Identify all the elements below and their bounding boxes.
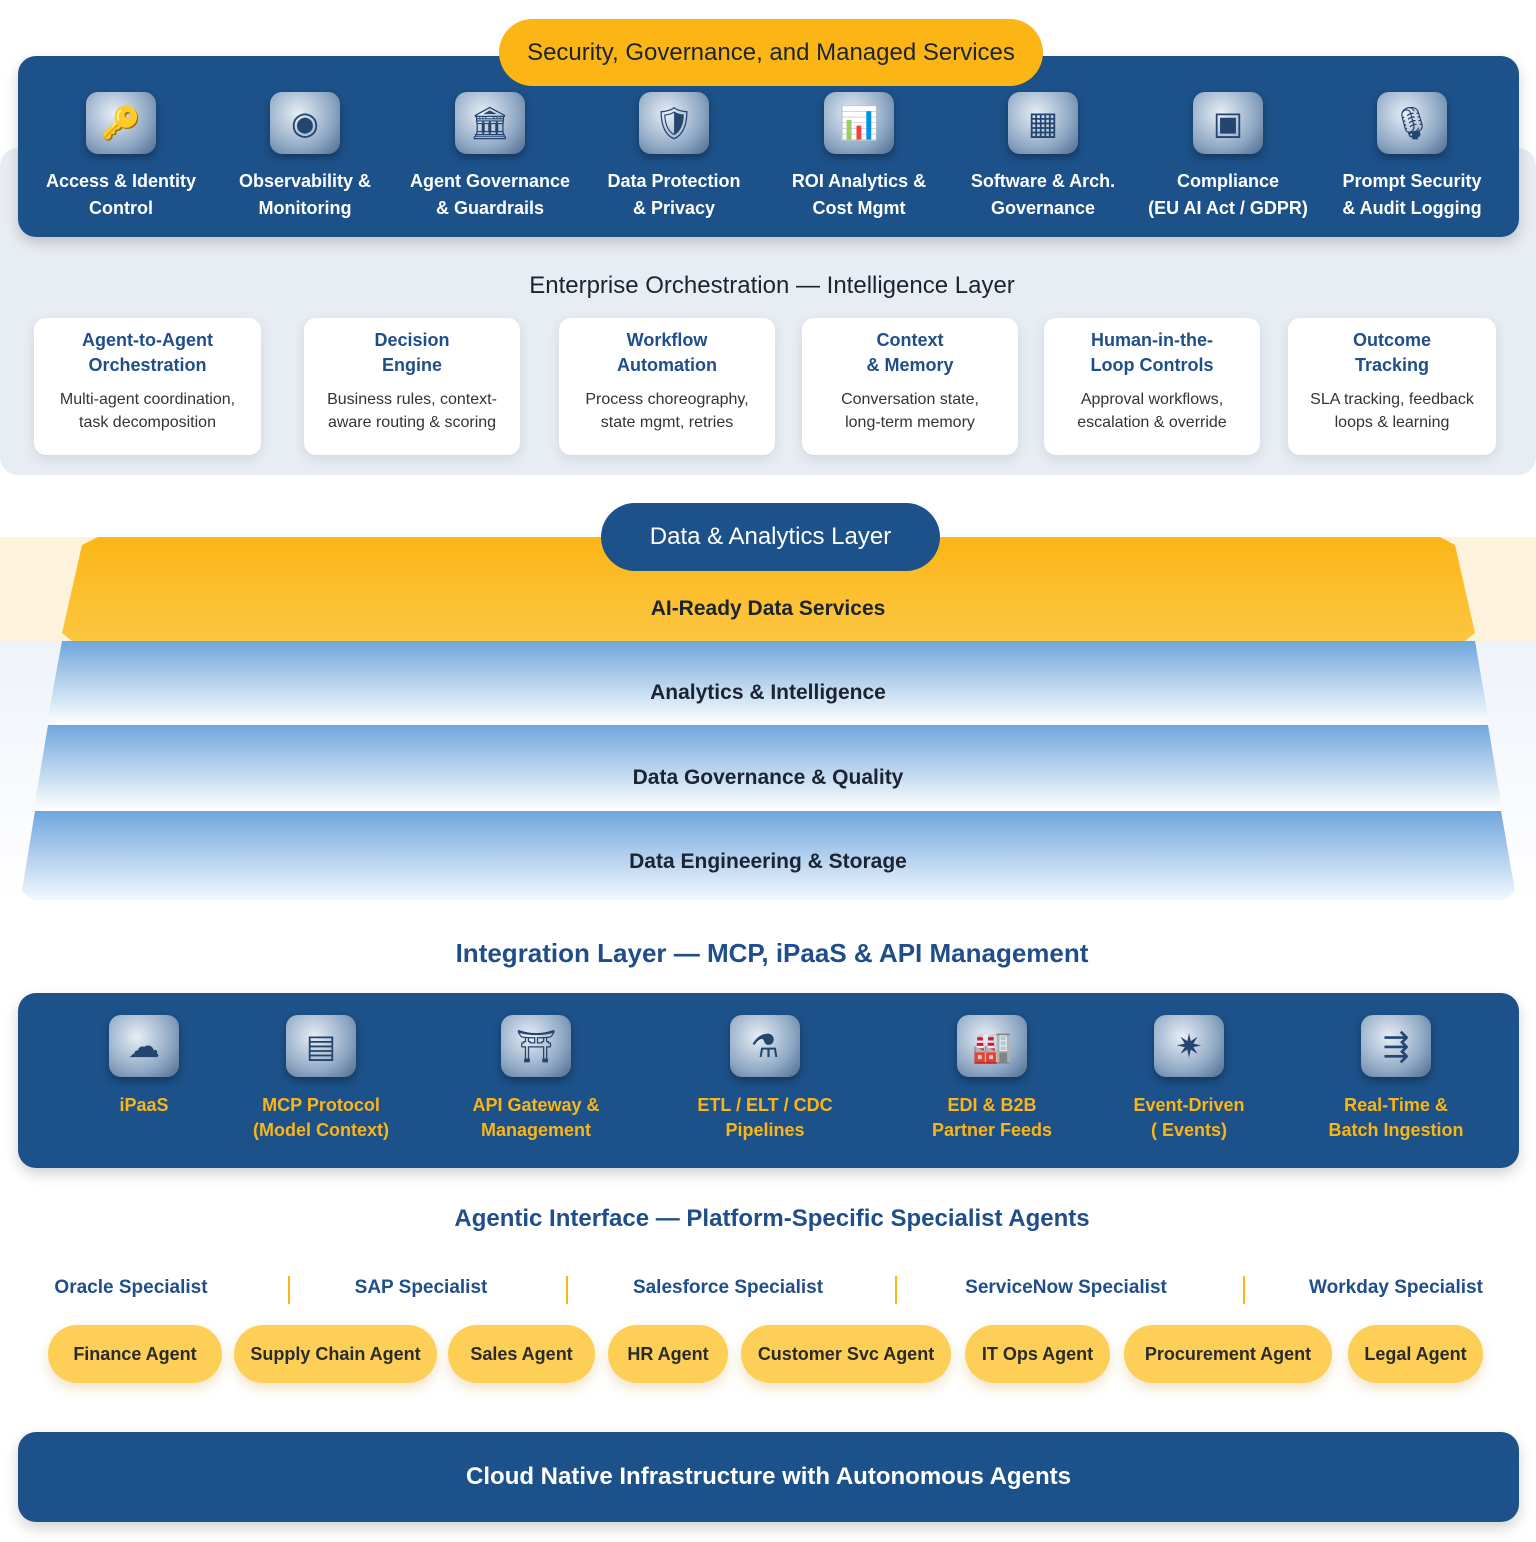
microphone-scroll-icon: 🎙 (1377, 92, 1447, 154)
security-item: ◉ Observability &Monitoring (215, 92, 395, 222)
security-item: 🛡 Data Protection& Privacy (584, 92, 764, 222)
specialist-divider (566, 1276, 568, 1304)
buildings-factory-icon: 🏭 (957, 1015, 1027, 1077)
agent-pill: Procurement Agent (1124, 1325, 1332, 1383)
integration-title: Integration Layer — MCP, iPaaS & API Man… (455, 938, 1089, 968)
api-gate-icon: ⛩ (501, 1015, 571, 1077)
agentic-title: Agentic Interface — Platform-Specific Sp… (454, 1205, 1090, 1232)
card-title: Human-in-the-Loop Controls (1090, 330, 1214, 375)
id-badge-key-icon: 🔑 (86, 92, 156, 154)
agent-pill: Legal Agent (1348, 1325, 1483, 1383)
security-item-label: Data Protection& Privacy (607, 171, 741, 218)
specialist-label: Oracle Specialist (54, 1277, 208, 1298)
security-item-label: Prompt Security& Audit Logging (1342, 171, 1482, 218)
band-label: Analytics & Intelligence (650, 681, 886, 704)
security-item: ▣ Compliance(EU AI Act / GDPR) (1138, 92, 1318, 222)
data-layer-title-pill: Data & Analytics Layer (601, 503, 940, 571)
agent-pill: Customer Svc Agent (741, 1325, 951, 1383)
agent-pill: IT Ops Agent (965, 1325, 1110, 1383)
specialist-label: Workday Specialist (1309, 1277, 1483, 1298)
card-description: Process choreography,state mgmt, retries (585, 391, 749, 431)
agent-pill: Finance Agent (48, 1325, 222, 1383)
shield-lock-icon: 🛡 (639, 92, 709, 154)
card-description: Multi-agent coordination,task decomposit… (59, 391, 236, 431)
card-description: Approval workflows,escalation & override (1077, 391, 1227, 431)
integration-item-label: iPaaS (119, 1095, 169, 1115)
laurel-building-icon: 🏛 (455, 92, 525, 154)
eye-radar-icon: ◉ (270, 92, 340, 154)
agent-pill: Sales Agent (448, 1325, 595, 1383)
specialist-divider (895, 1276, 897, 1304)
security-item-label: Compliance(EU AI Act / GDPR) (1148, 171, 1308, 218)
security-item-label: Software & Arch.Governance (970, 171, 1116, 218)
band-governance: Data Governance & Quality (35, 725, 1501, 811)
security-item-label: ROI Analytics &Cost Mgmt (791, 171, 927, 218)
specialist-divider (288, 1276, 290, 1304)
integration-item-label: Event-Driven( Events) (1133, 1095, 1245, 1140)
orchestration-title: Enterprise Orchestration — Intelligence … (529, 272, 1015, 299)
security-item: 🏛 Agent Governance& Guardrails (400, 92, 580, 222)
specialist-label: SAP Specialist (354, 1277, 488, 1298)
card-description: Conversation state,long-term memory (841, 391, 979, 431)
infrastructure-bar: Cloud Native Infrastructure with Autonom… (18, 1432, 1519, 1522)
integration-item-label: MCP Protocol(Model Context) (253, 1095, 389, 1140)
card-title: Context& Memory (866, 330, 954, 375)
cloud-hub-icon: ☁ (109, 1015, 179, 1077)
chart-coins-icon: 📊 (824, 92, 894, 154)
security-item: 📊 ROI Analytics &Cost Mgmt (769, 92, 949, 222)
layered-panels-icon: ▤ (286, 1015, 356, 1077)
security-item-label: Observability &Monitoring (238, 171, 372, 218)
security-title-pill: Security, Governance, and Managed Servic… (499, 19, 1043, 86)
band-analytics: Analytics & Intelligence (48, 641, 1488, 725)
specialist-label: ServiceNow Specialist (965, 1277, 1167, 1298)
security-item: ▦ Software & Arch.Governance (953, 92, 1133, 222)
event-network-icon: ✷ (1154, 1015, 1224, 1077)
integration-item: ⛩ API Gateway &Management (436, 1015, 636, 1143)
ingestion-cylinder-icon: ⇶ (1361, 1015, 1431, 1077)
security-item: 🎙 Prompt Security& Audit Logging (1322, 92, 1502, 222)
integration-item: ☁ iPaaS (44, 1015, 244, 1118)
gdpr-chip-icon: ▣ (1193, 92, 1263, 154)
pipeline-tanks-icon: ⚗ (730, 1015, 800, 1077)
integration-item: ✷ Event-Driven( Events) (1089, 1015, 1289, 1143)
security-panel (18, 56, 1519, 237)
band-label: AI-Ready Data Services (650, 597, 886, 620)
card-description: Business rules, context-aware routing & … (327, 391, 497, 431)
band-engineering: Data Engineering & Storage (22, 811, 1515, 900)
architecture-blocks-icon: ▦ (1008, 92, 1078, 154)
band-label: Data Governance & Quality (632, 766, 904, 789)
integration-item-label: API Gateway &Management (472, 1095, 600, 1140)
band-label: Data Engineering & Storage (629, 849, 907, 873)
security-item-label: Agent Governance& Guardrails (409, 171, 571, 218)
integration-item-label: Real-Time &Batch Ingestion (1328, 1095, 1464, 1140)
agent-pill: Supply Chain Agent (234, 1325, 437, 1383)
specialist-divider (1243, 1276, 1245, 1304)
integration-item: ▤ MCP Protocol(Model Context) (221, 1015, 421, 1143)
integration-item: ⇶ Real-Time &Batch Ingestion (1296, 1015, 1496, 1143)
agent-pill: HR Agent (608, 1325, 728, 1383)
specialist-label: Salesforce Specialist (632, 1277, 824, 1298)
